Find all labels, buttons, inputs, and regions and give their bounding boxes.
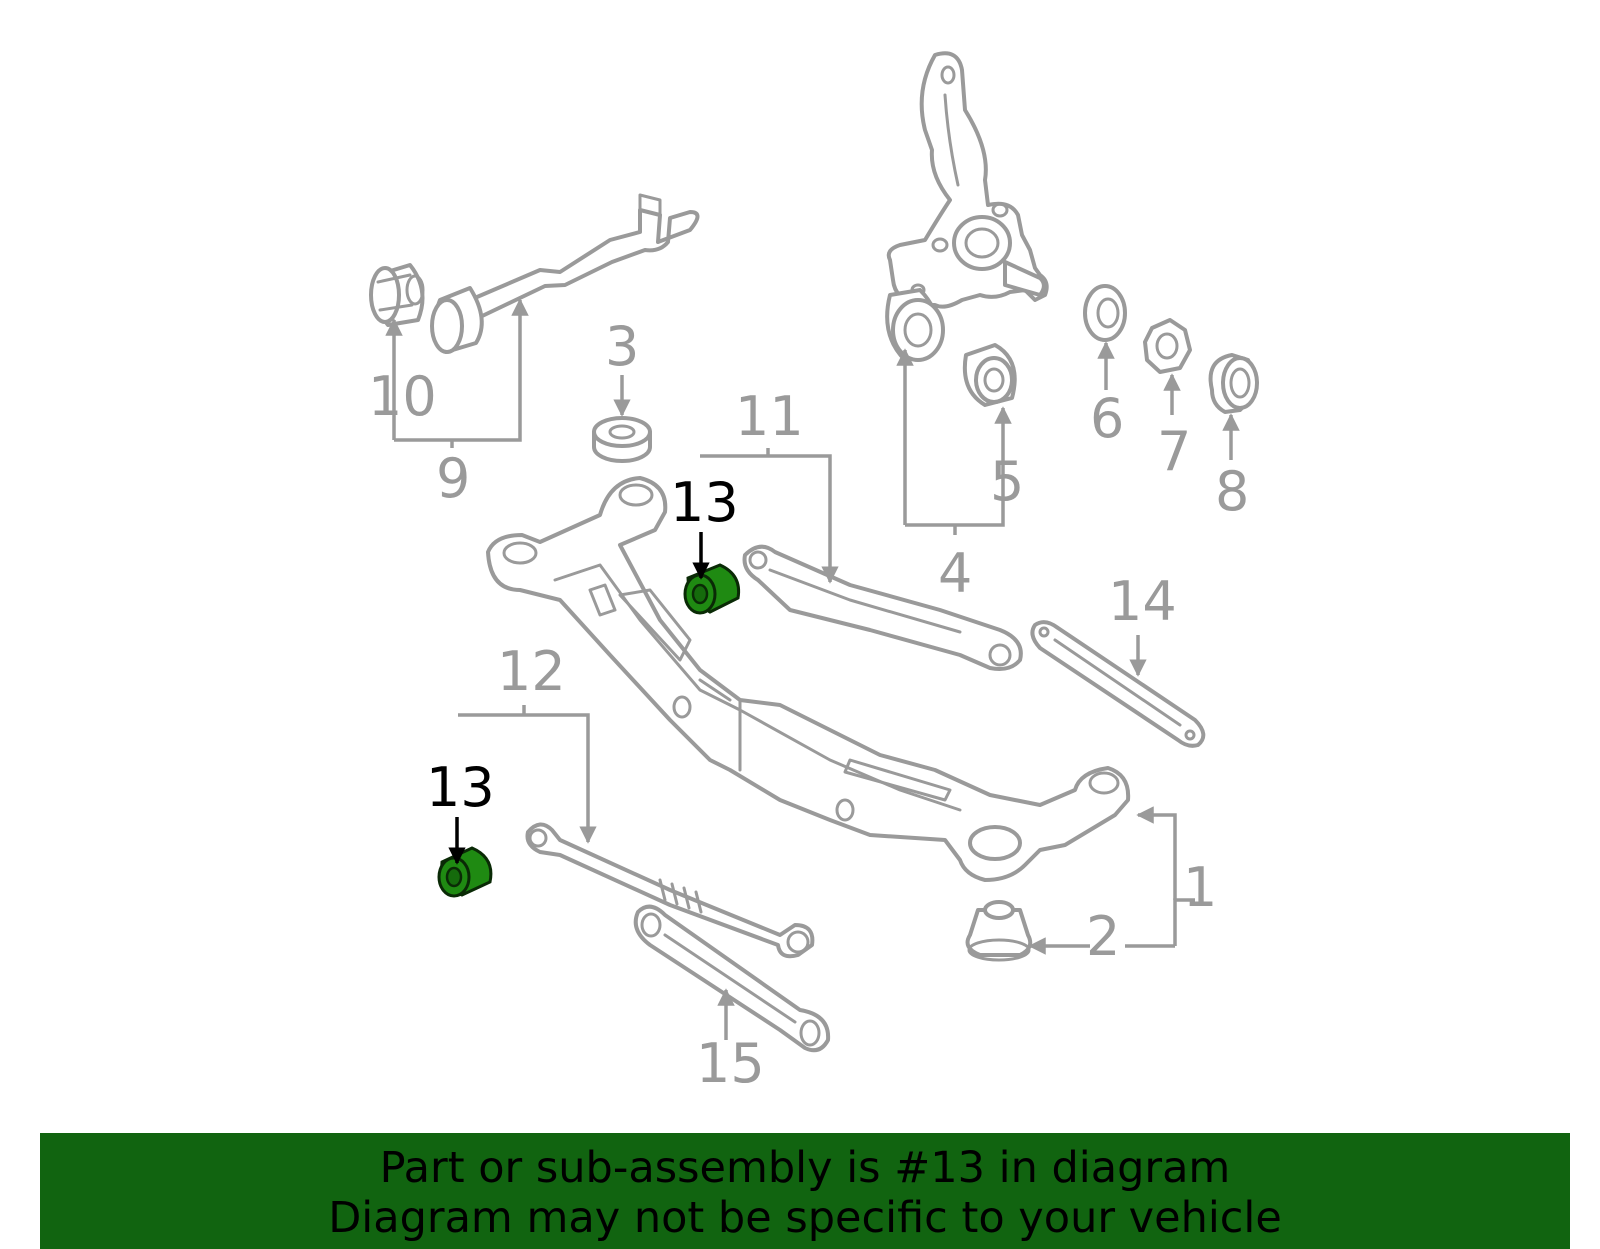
callout-8[interactable]: 8 <box>1215 460 1249 523</box>
washer-part-3[interactable] <box>592 416 652 463</box>
callout-1[interactable]: 1 <box>1183 856 1217 919</box>
callout-13-lower[interactable]: 13 <box>426 756 495 819</box>
callout-4[interactable]: 4 <box>938 542 972 605</box>
callout-13-upper[interactable]: 13 <box>670 471 739 534</box>
lateral-link-part-14[interactable] <box>1030 620 1206 748</box>
bushing-part-13-upper[interactable] <box>683 563 741 615</box>
callout-10[interactable]: 10 <box>368 365 437 428</box>
nut-part-7[interactable] <box>1143 318 1192 374</box>
bushing-part-8[interactable] <box>1208 353 1259 414</box>
callout-labels: 10 9 3 11 4 5 6 7 8 14 12 15 1 2 13 13 <box>368 315 1249 1095</box>
knuckle-part-4[interactable] <box>885 51 1049 362</box>
stabilizer-bar-part-9[interactable] <box>430 193 700 354</box>
washer-part-6[interactable] <box>1083 284 1127 342</box>
callout-3[interactable]: 3 <box>605 315 639 378</box>
callout-6[interactable]: 6 <box>1090 387 1124 450</box>
info-banner: Part or sub-assembly is #13 in diagram D… <box>40 1133 1570 1249</box>
control-rod-part-12[interactable] <box>525 822 815 959</box>
upper-arm-part-11[interactable] <box>742 544 1023 671</box>
mount-part-2[interactable] <box>965 900 1033 962</box>
callout-2[interactable]: 2 <box>1086 905 1120 968</box>
banner-line-2: Diagram may not be specific to your vehi… <box>328 1193 1282 1243</box>
bushing-part-5[interactable] <box>962 343 1017 407</box>
callout-5[interactable]: 5 <box>990 450 1024 513</box>
leader-lines <box>385 298 1240 1040</box>
callout-11[interactable]: 11 <box>735 385 804 448</box>
stabilizer-bushing-part-10[interactable] <box>369 263 425 327</box>
callout-14[interactable]: 14 <box>1108 570 1177 633</box>
callout-7[interactable]: 7 <box>1157 420 1191 483</box>
lateral-link-part-15[interactable] <box>633 904 831 1053</box>
bushing-part-13-lower[interactable] <box>437 846 493 898</box>
callout-15[interactable]: 15 <box>696 1032 765 1095</box>
callout-9[interactable]: 9 <box>436 447 470 510</box>
crossmember-part-1[interactable] <box>486 476 1131 882</box>
callout-12[interactable]: 12 <box>497 640 566 703</box>
banner-line-1: Part or sub-assembly is #13 in diagram <box>379 1143 1231 1193</box>
rear-suspension-diagram: 10 9 3 11 4 5 6 7 8 14 12 15 1 2 13 13 <box>368 51 1259 1095</box>
